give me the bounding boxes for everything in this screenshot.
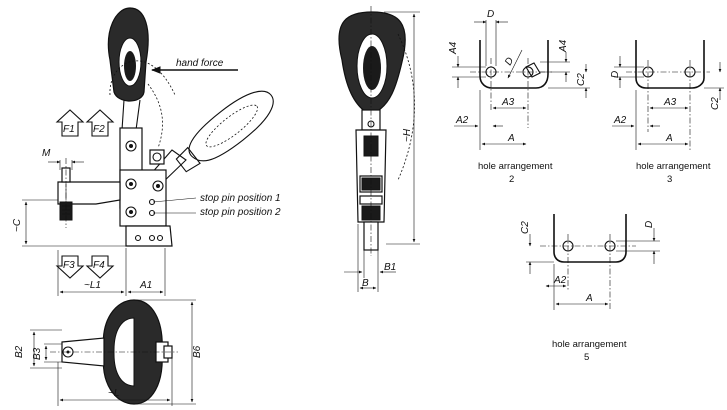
svg-text:A: A [507, 133, 515, 144]
dim-B6: B6 [192, 345, 203, 358]
svg-text:C2: C2 [520, 221, 531, 234]
dim-B2: B2 [14, 345, 25, 358]
hole-arrangement-number: 2 [509, 174, 514, 185]
clamp-body [119, 169, 167, 227]
svg-text:F4: F4 [93, 260, 105, 271]
dim-L: ~L [108, 388, 119, 399]
svg-text:C2: C2 [710, 97, 721, 110]
hand-force-label: hand force [176, 58, 224, 69]
link-pin-block [149, 149, 165, 165]
hole-arrangement-caption: hole arrangement [636, 161, 711, 172]
dim-B1: B1 [384, 262, 396, 273]
stop-pin-position-1: stop pin position 1 [200, 193, 281, 204]
svg-text:A2: A2 [553, 275, 567, 286]
svg-text:A4: A4 [448, 41, 459, 55]
hole-arrangement-5: C2 D A2 A hole arrangement 5 [520, 214, 660, 363]
svg-text:A2: A2 [613, 115, 627, 126]
dim-M: M [42, 148, 51, 159]
svg-text:F1: F1 [63, 124, 75, 135]
side-view: hand force F1 F2 [12, 7, 281, 296]
force-F2: F2 [85, 109, 115, 137]
svg-text:A4: A4 [558, 39, 569, 53]
hole-arrangement-caption: hole arrangement [478, 161, 553, 172]
hole-arrangement-3: D C2 A3 A2 A hole arrangement 3 [610, 40, 724, 185]
handle-open-position [175, 90, 274, 173]
force-F1: F1 [55, 109, 85, 137]
svg-text:C2: C2 [576, 73, 587, 86]
top-view: B2 B3 B6 ~L [14, 299, 203, 406]
svg-text:A3: A3 [663, 97, 677, 108]
hole-arrangement-number: 3 [667, 174, 672, 185]
dim-H: ~H [402, 128, 413, 142]
dim-L1: ~L1 [84, 280, 101, 291]
svg-text:A3: A3 [501, 97, 515, 108]
hole-arrangement-number: 5 [584, 352, 589, 363]
force-F4: F4 [85, 255, 115, 279]
dim-B3: B3 [32, 347, 43, 360]
clamp-arm [57, 181, 121, 205]
svg-text:F3: F3 [63, 260, 75, 271]
stop-pin-position-2: stop pin position 2 [200, 207, 281, 218]
svg-text:D: D [644, 221, 655, 228]
front-view: ~H B1 B [338, 6, 420, 292]
dim-B: B [362, 278, 369, 289]
hole-arrangement-2: D A4 A4 D C2 A3 A2 A hole arrangement 2 [448, 9, 590, 185]
svg-text:D: D [487, 9, 494, 20]
hole-arrangement-caption: hole arrangement [552, 339, 627, 350]
dim-A1: A1 [139, 280, 152, 291]
force-F3: F3 [55, 255, 85, 279]
svg-text:A2: A2 [455, 115, 469, 126]
dim-C: ~C [12, 218, 23, 232]
svg-text:A: A [665, 133, 673, 144]
svg-text:D: D [503, 56, 516, 68]
svg-text:A: A [585, 293, 593, 304]
svg-text:F2: F2 [93, 124, 105, 135]
svg-text:D: D [610, 71, 621, 78]
